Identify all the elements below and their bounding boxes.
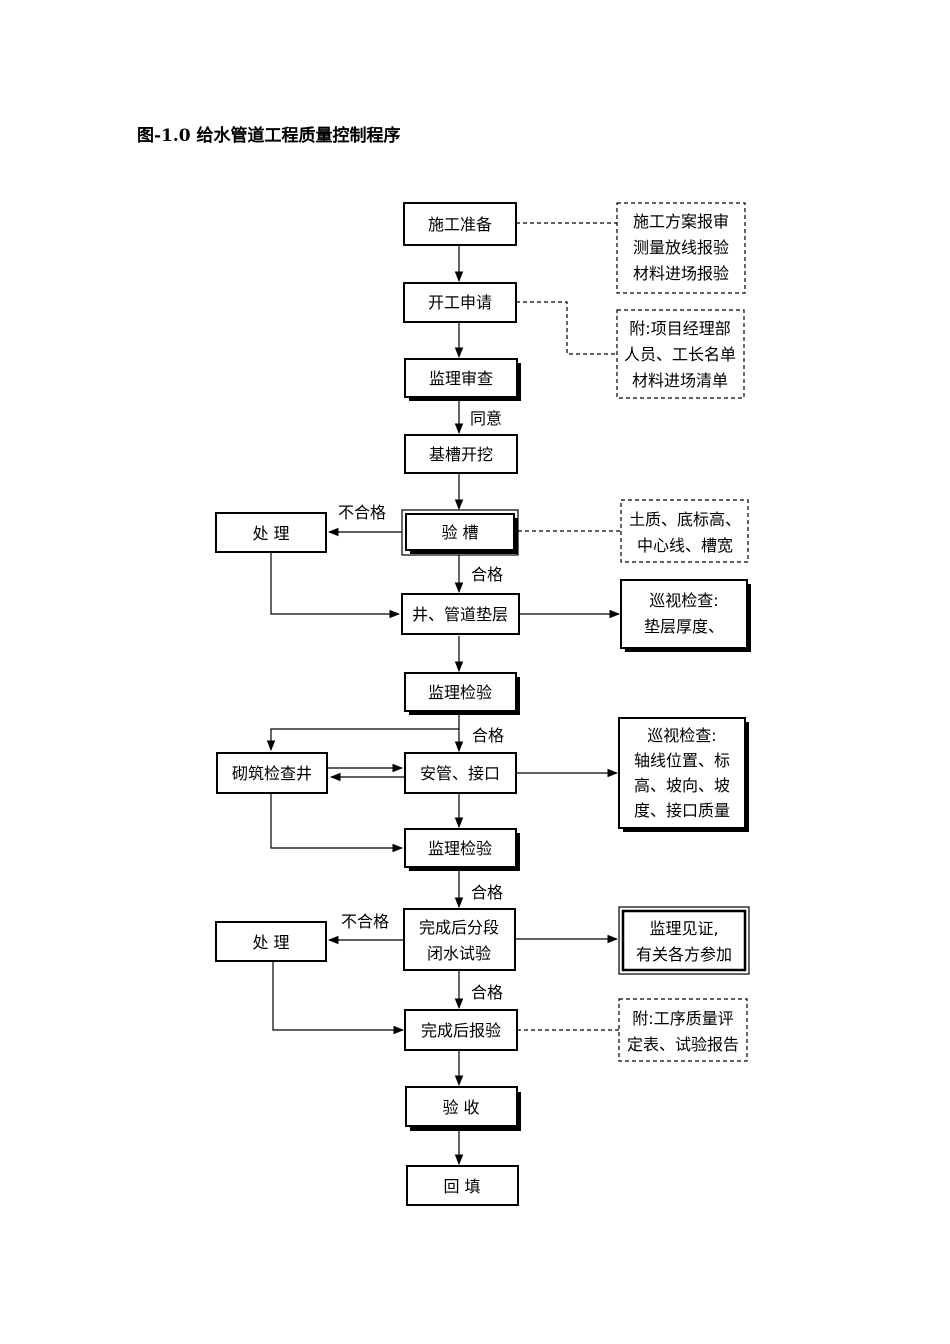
- note-apply-docs: 附:项目经理部 人员、工长名单 材料进场清单: [616, 309, 745, 399]
- node-handle-1: 处 理: [215, 512, 327, 553]
- label-agree: 同意: [470, 409, 502, 428]
- svg-text:有关各方参加: 有关各方参加: [636, 945, 732, 964]
- note-install-patrol: 巡视检查: 轴线位置、标 高、坡向、坡 度、接口质量: [618, 717, 749, 832]
- node-install: 安管、接口: [404, 752, 517, 794]
- svg-text:附:工序质量评: 附:工序质量评: [632, 1009, 733, 1028]
- note-report-docs: 附:工序质量评 定表、试验报告: [618, 998, 748, 1062]
- svg-text:巡视检查:: 巡视检查:: [647, 726, 716, 745]
- svg-text:安管、接口: 安管、接口: [420, 764, 500, 783]
- svg-text:开工申请: 开工申请: [428, 293, 492, 312]
- note-witness: 监理见证, 有关各方参加: [618, 906, 750, 975]
- label-pass-4: 合格: [471, 983, 503, 1002]
- svg-text:人员、工长名单: 人员、工长名单: [624, 345, 736, 364]
- arrow-handle2-report: [272, 961, 405, 1035]
- svg-text:定表、试验报告: 定表、试验报告: [627, 1035, 739, 1054]
- svg-text:中心线、槽宽: 中心线、槽宽: [637, 536, 733, 555]
- svg-text:材料进场报验: 材料进场报验: [633, 264, 729, 283]
- svg-text:施工方案报审: 施工方案报审: [633, 212, 729, 231]
- label-pass-2: 合格: [472, 726, 504, 745]
- node-prepare: 施工准备: [403, 202, 517, 246]
- svg-text:巡视检查:: 巡视检查:: [649, 591, 718, 610]
- svg-text:基槽开挖: 基槽开挖: [429, 445, 493, 464]
- svg-text:监理审查: 监理审查: [429, 369, 493, 388]
- svg-text:附:项目经理部: 附:项目经理部: [629, 319, 730, 338]
- svg-text:测量放线报验: 测量放线报验: [633, 238, 729, 257]
- page-title: 图-1.0 给水管道工程质量控制程序: [137, 126, 401, 146]
- svg-text:完成后报验: 完成后报验: [421, 1021, 501, 1040]
- svg-text:监理检验: 监理检验: [428, 683, 492, 702]
- label-fail-1: 不合格: [338, 503, 386, 522]
- note-trench-items: 土质、底标高、 中心线、槽宽: [620, 499, 749, 563]
- node-review: 监理审查: [404, 358, 521, 401]
- node-apply: 开工申请: [403, 282, 517, 323]
- node-water-test: 完成后分段 闭水试验: [403, 908, 516, 971]
- node-excavate: 基槽开挖: [404, 434, 518, 474]
- arrow-to-masonry: [266, 728, 459, 752]
- svg-text:轴线位置、标: 轴线位置、标: [634, 751, 730, 770]
- svg-text:施工准备: 施工准备: [428, 215, 492, 234]
- svg-text:监理见证,: 监理见证,: [649, 919, 718, 938]
- label-pass-3: 合格: [471, 883, 503, 902]
- node-backfill: 回 填: [406, 1165, 519, 1206]
- node-cushion: 井、管道垫层: [401, 593, 520, 635]
- node-accept: 验 收: [405, 1086, 521, 1131]
- connectors: [266, 222, 621, 1166]
- svg-text:材料进场清单: 材料进场清单: [632, 371, 728, 390]
- svg-text:井、管道垫层: 井、管道垫层: [412, 605, 508, 624]
- svg-text:闭水试验: 闭水试验: [427, 944, 491, 963]
- note-prepare-docs: 施工方案报审 测量放线报验 材料进场报验: [616, 202, 746, 294]
- svg-text:砌筑检查井: 砌筑检查井: [232, 764, 312, 783]
- node-trench-check: 验 槽: [401, 509, 519, 556]
- svg-text:监理检验: 监理检验: [428, 839, 492, 858]
- svg-text:土质、底标高、: 土质、底标高、: [629, 510, 741, 529]
- note-cushion-patrol: 巡视检查: 垫层厚度、: [620, 579, 751, 652]
- node-inspect-1: 监理检验: [404, 672, 520, 715]
- svg-text:处 理: 处 理: [252, 933, 289, 952]
- svg-text:完成后分段: 完成后分段: [419, 918, 499, 937]
- svg-text:垫层厚度、: 垫层厚度、: [644, 617, 724, 636]
- arrow-masonry-inspect2: [270, 793, 404, 853]
- node-handle-2: 处 理: [215, 921, 327, 962]
- label-pass-1: 合格: [471, 565, 503, 584]
- node-masonry: 砌筑检查井: [216, 752, 328, 794]
- arrow-handle1-cushion: [270, 552, 401, 619]
- label-fail-2: 不合格: [341, 912, 389, 931]
- node-report: 完成后报验: [404, 1009, 518, 1051]
- svg-text:验 槽: 验 槽: [441, 523, 478, 542]
- svg-text:度、接口质量: 度、接口质量: [634, 801, 730, 820]
- svg-text:高、坡向、坡: 高、坡向、坡: [634, 776, 730, 795]
- dash-apply-notes: [516, 301, 617, 355]
- svg-text:处 理: 处 理: [252, 524, 289, 543]
- node-inspect-2: 监理检验: [404, 828, 520, 871]
- svg-text:回 填: 回 填: [443, 1177, 480, 1196]
- svg-text:验 收: 验 收: [442, 1098, 479, 1117]
